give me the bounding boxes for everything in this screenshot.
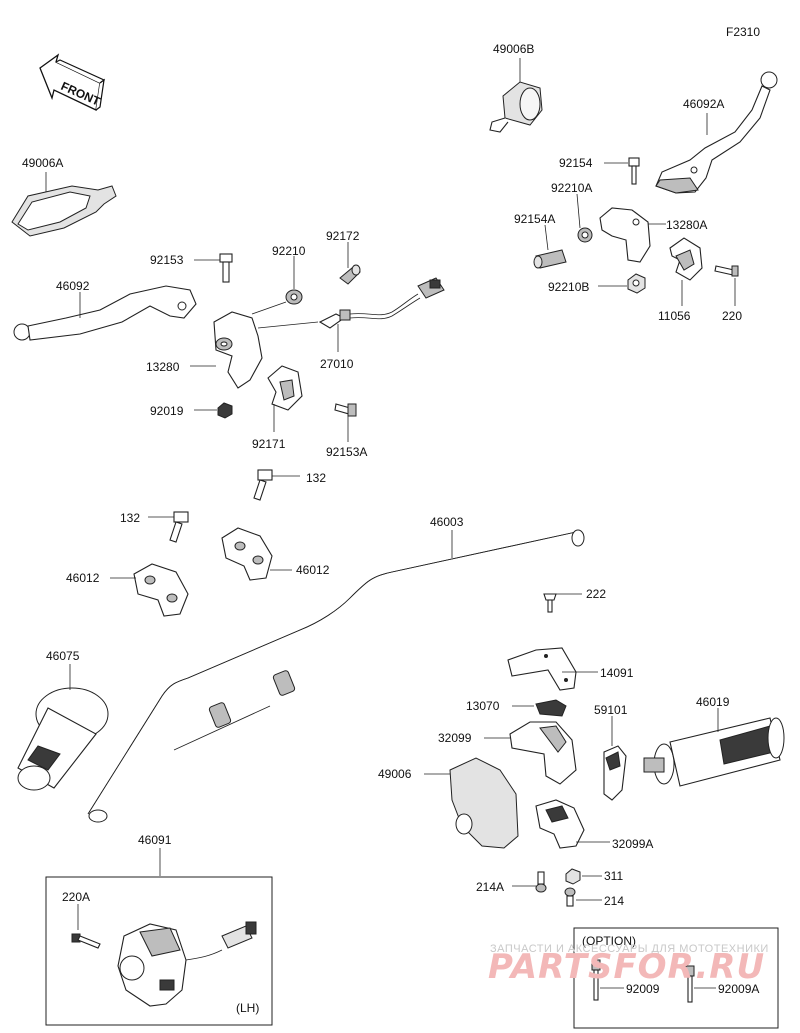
front-arrow-icon: FRONT xyxy=(39,53,106,111)
diagram-id: F2310 xyxy=(726,25,760,39)
part-59101-pulley xyxy=(603,745,627,801)
label-32099A: 32099A xyxy=(612,837,653,851)
part-46092A-lever xyxy=(655,71,778,194)
label-92210A: 92210A xyxy=(551,181,592,195)
label-92172: 92172 xyxy=(326,229,360,243)
part-46091-switch xyxy=(117,921,257,1007)
label-46019: 46019 xyxy=(696,695,730,709)
label-49006A: 49006A xyxy=(22,156,63,170)
part-49006B-knuckle-guard xyxy=(489,81,543,133)
part-220-screw xyxy=(714,265,739,277)
label-92154A: 92154A xyxy=(514,212,555,226)
part-214-screw xyxy=(564,887,576,907)
label-92210: 92210 xyxy=(272,244,306,258)
label-214A: 214A xyxy=(476,880,504,894)
part-13280A-holder xyxy=(599,207,651,263)
part-46012-clamp-left xyxy=(133,563,189,617)
part-27010-switch xyxy=(318,277,445,329)
part-132-bolt-right xyxy=(253,469,273,501)
label-11056: 11056 xyxy=(658,309,691,323)
option-box xyxy=(573,927,779,1029)
label-222: 222 xyxy=(586,587,606,601)
watermark-logo: PARTSFOR.RU xyxy=(488,947,765,987)
part-220A-screw xyxy=(71,933,101,949)
label-92171: 92171 xyxy=(252,437,286,451)
part-92210-washer xyxy=(285,289,303,305)
part-311-nut xyxy=(565,868,581,885)
label-13070: 13070 xyxy=(466,699,500,713)
label-46012-left: 46012 xyxy=(66,571,100,585)
label-13280: 13280 xyxy=(146,360,180,374)
part-92009-bolt xyxy=(591,959,601,1001)
label-46092: 46092 xyxy=(56,279,90,293)
part-13280-holder xyxy=(213,311,263,389)
part-49006A-knuckle-guard xyxy=(11,185,117,237)
part-222-screw xyxy=(543,593,557,613)
label-214: 214 xyxy=(604,894,624,908)
label-220: 220 xyxy=(722,309,742,323)
label-46075: 46075 xyxy=(46,649,80,663)
label-92154: 92154 xyxy=(559,156,593,170)
part-14091-cover xyxy=(507,647,577,691)
label-46003: 46003 xyxy=(430,515,464,529)
label-220A: 220A xyxy=(62,890,90,904)
part-92210A-washer xyxy=(577,227,593,243)
label-32099: 32099 xyxy=(438,731,472,745)
label-49006: 49006 xyxy=(378,767,412,781)
label-92153: 92153 xyxy=(150,253,184,267)
label-311: 311 xyxy=(604,869,623,883)
part-92172-screw xyxy=(339,264,361,285)
part-13070-guide xyxy=(535,699,567,717)
part-92154A-bolt xyxy=(533,249,567,269)
label-49006B: 49006B xyxy=(493,42,534,56)
inset-lh-label: (LH) xyxy=(236,1001,259,1015)
part-92153A-bolt xyxy=(334,403,357,417)
part-32099A-housing-lower xyxy=(535,799,585,849)
part-46003-handlebar xyxy=(87,529,585,823)
part-92019-nut xyxy=(217,402,233,419)
label-46092A: 46092A xyxy=(683,97,724,111)
label-132-right: 132 xyxy=(306,471,326,485)
part-214A-screw xyxy=(535,871,547,893)
label-92153A: 92153A xyxy=(326,445,367,459)
part-11056-clamp xyxy=(669,237,703,281)
label-92019: 92019 xyxy=(150,404,184,418)
part-92009A-bolt xyxy=(685,965,695,1003)
part-132-bolt-left xyxy=(169,511,189,543)
option-label: (OPTION) xyxy=(582,934,636,948)
watermark-caption: ЗАПЧАСТИ И АКСЕССУАРЫ ДЛЯ МОТОТЕХНИКИ xyxy=(490,943,769,955)
label-46091: 46091 xyxy=(138,833,172,847)
part-92210B-nut xyxy=(627,273,646,294)
part-92171-clamp xyxy=(267,365,303,411)
label-59101: 59101 xyxy=(594,703,628,717)
label-46012-right: 46012 xyxy=(296,563,330,577)
part-32099-housing-upper xyxy=(509,721,577,785)
part-46092-lever xyxy=(13,285,197,341)
label-92009A: 92009A xyxy=(718,982,759,996)
part-46075-grip xyxy=(17,687,109,791)
label-14091: 14091 xyxy=(600,666,634,680)
part-49006-guard xyxy=(449,757,519,849)
part-92154-bolt xyxy=(628,157,640,185)
part-92153-bolt xyxy=(219,253,233,283)
label-92210B: 92210B xyxy=(548,280,589,294)
label-27010: 27010 xyxy=(320,357,354,371)
label-13280A: 13280A xyxy=(666,218,707,232)
label-132-left: 132 xyxy=(120,511,140,525)
part-46012-clamp-right xyxy=(221,527,273,581)
part-46019-throttle-grip xyxy=(643,717,785,787)
inset-lh-switch-frame xyxy=(45,876,273,1026)
label-92009: 92009 xyxy=(626,982,660,996)
